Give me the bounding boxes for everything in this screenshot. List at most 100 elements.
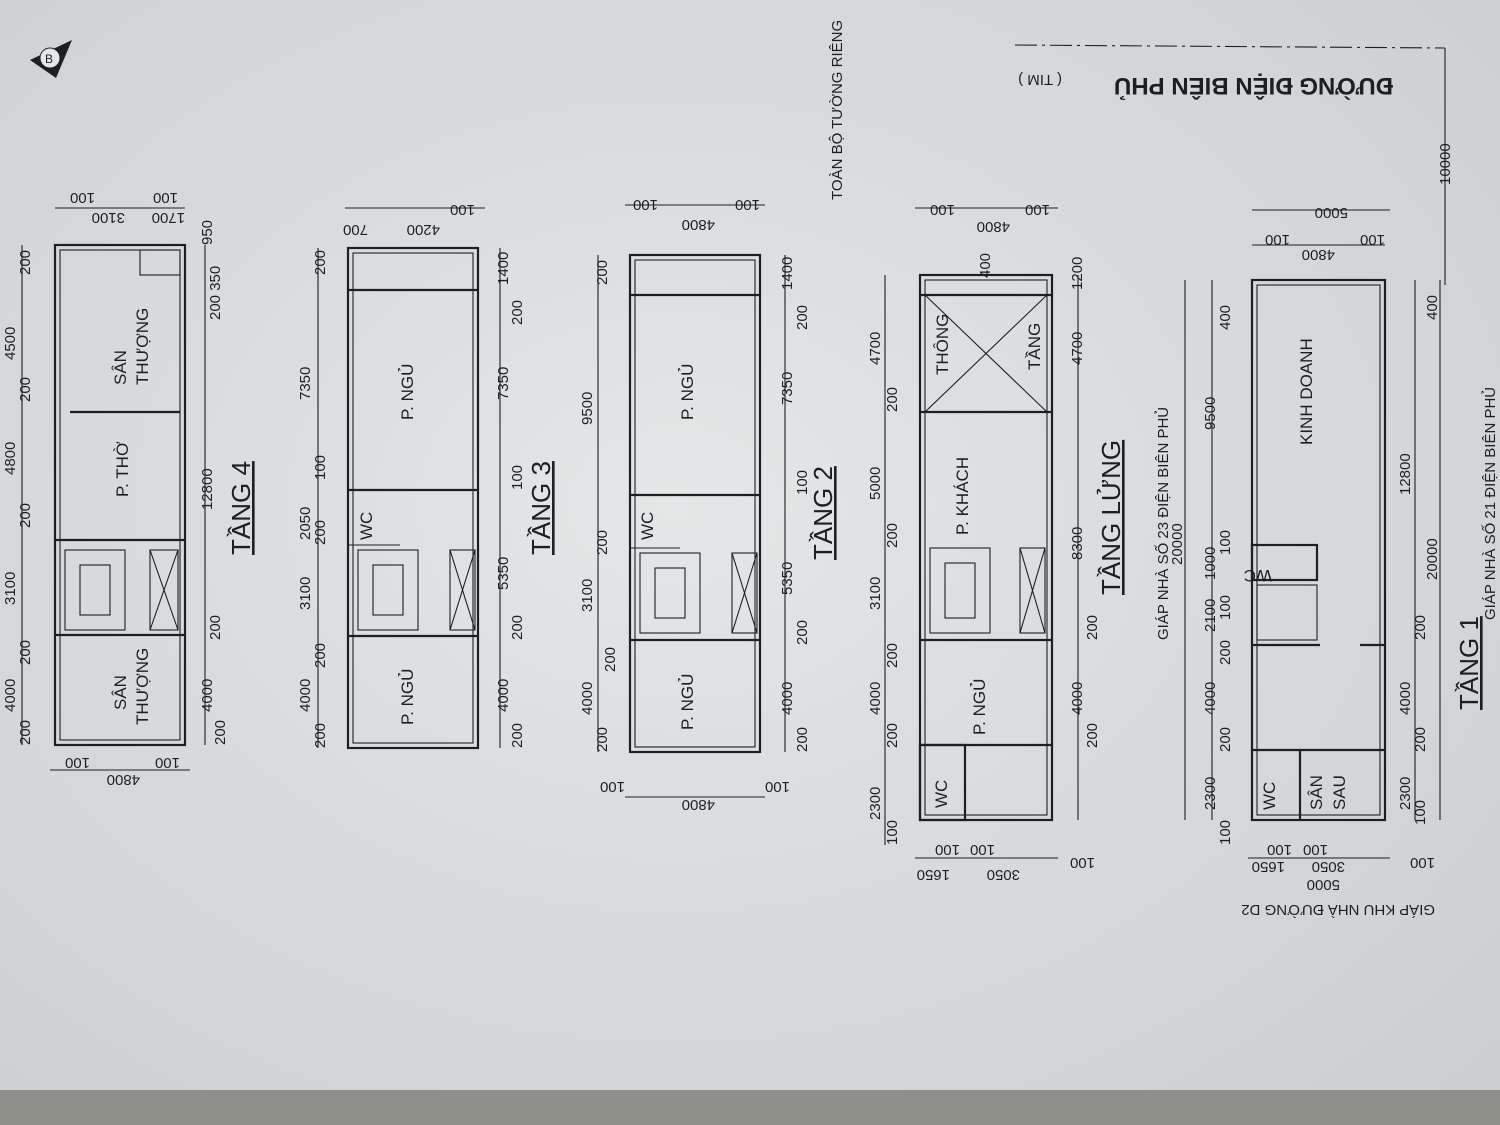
street-centerline-label: ( TIM ) [1018,71,1062,88]
plan-label: SAU [1330,775,1349,810]
plan-label: 200 [1217,727,1234,752]
plan-label: 100 [1360,231,1385,248]
plan-label: 100 [70,189,95,206]
plan-label: 100 [1412,800,1429,825]
plan-label: 5000 [1307,876,1340,893]
plan-label: 1400 [779,257,796,290]
plan-label: 200 [312,643,329,668]
plan-label: P. THỜ [113,441,132,497]
plan-label: P. NGỦ [678,674,697,730]
plan-label: 200 [1084,615,1101,640]
plan-label: 100 [1410,854,1435,871]
plan-label: 200 [794,727,811,752]
plan-tang-4: SÂN THƯỢNG P. THỜ SÂN THƯỢNG 200 4500 20… [2,189,256,788]
plan-label: 200 [594,727,611,752]
plan-label: WC [1260,782,1279,810]
plan-label: 1400 [495,252,512,285]
plan-tang-2: P. NGỦ WC P. NGỦ 200 9500 200 3100 200 4… [579,196,838,813]
wall-note: TOÀN BỘ TƯỜNG RIÊNG [829,20,846,200]
plan-label: 4000 [1202,682,1219,715]
plan-label: 200 [509,615,526,640]
plan-label: 4000 [495,679,512,712]
plan-label: 200 [312,250,329,275]
plan-label: 200 [1217,640,1234,665]
plan-label: THƯỢNG [133,648,152,725]
plan-label: 3050 [1312,858,1345,875]
plan-label: 100 [1303,841,1328,858]
plan-label: 4800 [682,796,715,813]
plan-label: B [45,52,53,66]
plan-label: TẦNG [1025,323,1044,370]
plan-label: 12800 [199,468,216,510]
plan-label: 100 [884,820,901,845]
plan-label: 100 [312,455,329,480]
plan-label: 200 [312,520,329,545]
plan-label: 100 [1217,530,1234,555]
plan-label: 7350 [495,367,512,400]
plan-label: 100 [935,841,960,858]
setback-dimension: 10000 [1437,143,1454,185]
plan-label: 2300 [867,787,884,820]
plan-label: 5000 [867,467,884,500]
plan-label: KINH DOANH [1297,338,1316,445]
plan-label: 4000 [1069,682,1086,715]
plan-label: 1000 [1202,547,1219,580]
plan-label: 200 [212,720,229,745]
plan-label: 3100 [297,577,314,610]
plan-label: 400 [977,253,994,278]
plan-label: 2100 [1202,599,1219,632]
plan-label: 4800 [977,218,1010,235]
plan-label: 100 [509,465,526,490]
plan-label: 100 [765,778,790,795]
plan-label: 9500 [1202,397,1219,430]
plan-label: 200 [884,643,901,668]
plan-label: 4000 [867,682,884,715]
plan-label: 20000 [1169,523,1186,565]
plan-label: 400 [1424,295,1441,320]
plan-label: 4800 [2,442,19,475]
plan-title: TẦNG 1 [1454,616,1484,710]
plan-label: 8300 [1069,527,1086,560]
plan-label: 200 [602,647,619,672]
plan-label: WC [1244,566,1272,585]
plan-label: 9500 [579,392,596,425]
plan-label: 100 [1265,231,1290,248]
plan-title: TẦNG 2 [808,466,838,560]
plan-label: 200 [17,377,34,402]
plan-label: 100 [1070,854,1095,871]
plan-label: 200 [884,723,901,748]
plan-label: 4000 [2,679,19,712]
plan-label: 400 [1217,305,1234,330]
plan-label: 4000 [1397,682,1414,715]
plan-label: 4000 [579,682,596,715]
plan-label: 200 [509,300,526,325]
plan-label: 100 [1217,595,1234,620]
plan-label: P. NGỦ [970,679,989,735]
plan-label: 1700 [152,209,185,226]
plan-label: SÂN [111,350,130,385]
plan-label: 3050 [987,866,1020,883]
plan-label: 4800 [682,216,715,233]
plan-label: WC [638,512,657,540]
plan-label: 1650 [1252,858,1285,875]
plan-label: 100 [1267,841,1292,858]
plan-label: SÂN [111,675,130,710]
plan-label: 100 [1217,820,1234,845]
neighbor-left-label: GIÁP NHÀ SỐ 23 ĐIỆN BIÊN PHỦ [1154,407,1172,640]
plan-label: WC [932,780,951,808]
plan-label: 4000 [199,679,216,712]
plan-tang-3: P. NGỦ WC P. NGỦ 200 7350 100 2050 200 3… [297,201,556,750]
plan-label: 100 [153,189,178,206]
plan-label: 200 [1412,727,1429,752]
plan-label: WC [357,512,376,540]
plan-label: 4800 [1302,246,1335,263]
plan-label: 200 [884,387,901,412]
plan-label: 200 [17,640,34,665]
plan-label: 4700 [1069,332,1086,365]
plan-label: P. NGỦ [678,364,697,420]
plan-label: 100 [794,470,811,495]
plan-label: 4500 [2,327,19,360]
plan-label: 4000 [779,682,796,715]
